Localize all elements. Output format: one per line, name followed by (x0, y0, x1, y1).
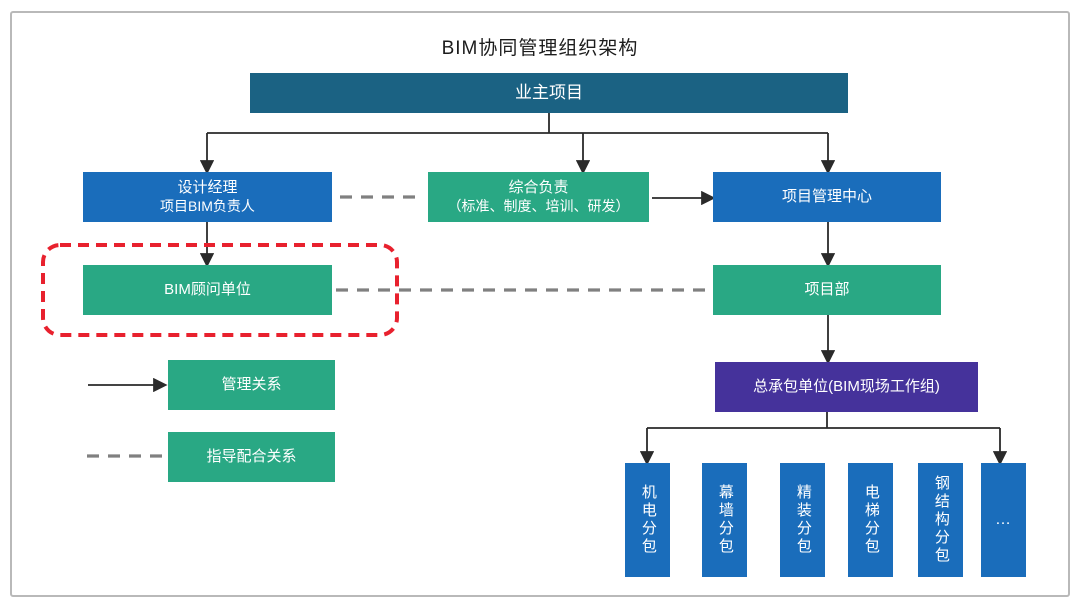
legend-management-box: 管理关系 (168, 360, 335, 410)
node-sub-ellipsis: … (981, 463, 1026, 577)
node-design-manager: 设计经理 项目BIM负责人 (83, 172, 332, 222)
node-sub-steel-structure: 钢结构分包 (918, 463, 963, 577)
general-duty-line2: （标准、制度、培训、研发） (447, 197, 630, 214)
pm-center-label: 项目管理中心 (781, 187, 872, 205)
node-project-dept: 项目部 (713, 265, 941, 315)
sub-label: 幕墙分包 (716, 484, 734, 556)
sub-label: 电梯分包 (862, 484, 880, 556)
design-manager-line1: 设计经理 (177, 178, 238, 196)
legend-guidance-box: 指导配合关系 (168, 432, 335, 482)
sub-label: 钢结构分包 (932, 475, 950, 565)
legend-management-label: 管理关系 (221, 375, 282, 393)
node-sub-mechanical-electrical: 机电分包 (625, 463, 670, 577)
node-bim-consultant: BIM顾问单位 (83, 265, 332, 315)
design-manager-line2: 项目BIM负责人 (160, 197, 255, 214)
sub-label: 机电分包 (639, 484, 657, 556)
legend-guidance-label: 指导配合关系 (206, 447, 297, 465)
general-duty-line1: 综合负责 (508, 178, 569, 196)
node-pm-center: 项目管理中心 (713, 172, 941, 222)
bim-consultant-label: BIM顾问单位 (164, 280, 251, 298)
page-border (10, 11, 1070, 597)
sub-label: 精装分包 (794, 484, 812, 556)
sub-label: … (995, 511, 1012, 528)
project-dept-label: 项目部 (804, 280, 850, 298)
node-general-contractor: 总承包单位(BIM现场工作组) (715, 362, 978, 412)
diagram-title: BIM协同管理组织架构 (441, 38, 639, 59)
node-sub-curtain-wall: 幕墙分包 (702, 463, 747, 577)
node-owner-project: 业主项目 (250, 73, 848, 113)
node-sub-fine-decoration: 精装分包 (780, 463, 825, 577)
node-general-duty: 综合负责 （标准、制度、培训、研发） (428, 172, 649, 222)
node-sub-elevator: 电梯分包 (848, 463, 893, 577)
node-owner-label: 业主项目 (515, 83, 583, 103)
general-contractor-label: 总承包单位(BIM现场工作组) (753, 377, 940, 395)
